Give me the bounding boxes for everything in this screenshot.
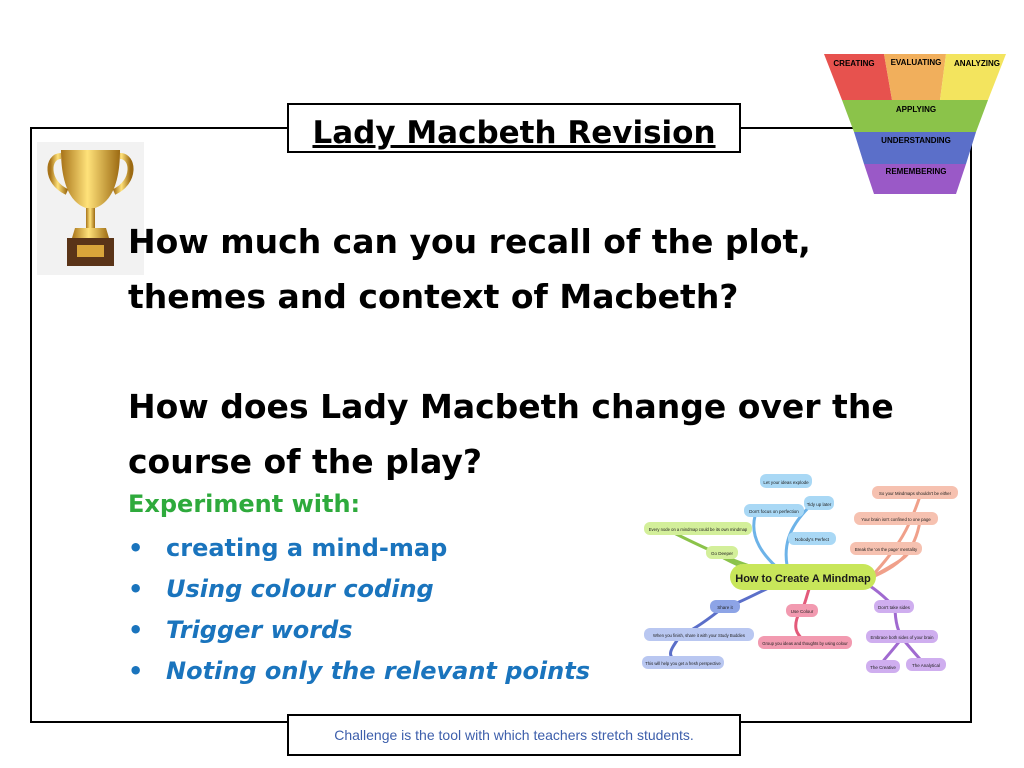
mindmap-node: Let your ideas explode (763, 480, 809, 485)
bullet-dot: • (128, 616, 144, 644)
question-2-line-1: How does Lady Macbeth change over the (128, 387, 894, 426)
mindmap-node: Nobody's Perfect (795, 537, 830, 542)
mindmap-node: The Creative (870, 665, 896, 670)
title-box: Lady Macbeth Revision (287, 103, 741, 153)
mindmap-node: Group you ideas and thoughts by using co… (762, 641, 848, 646)
bloom-understanding: UNDERSTANDING (881, 136, 951, 145)
footer-caption: Challenge is the tool with which teacher… (287, 714, 741, 756)
mindmap-node: Every node on a mindmap could be its own… (649, 527, 748, 532)
bullet-text: creating a mind-map (166, 534, 448, 562)
question-1-line-1: How much can you recall of the plot, (128, 222, 811, 261)
bullet-text: Using colour coding (166, 575, 434, 603)
question-1-line-2: themes and context of Macbeth? (128, 277, 739, 316)
slide-title: Lady Macbeth Revision (312, 115, 716, 151)
bloom-taxonomy-graphic: CREATING EVALUATING ANALYZING APPLYING U… (824, 54, 1006, 194)
bloom-analyzing: ANALYZING (954, 59, 1000, 68)
bullet-text: Trigger words (166, 616, 353, 644)
list-item: • Trigger words (128, 612, 590, 653)
question-2-line-2: course of the play? (128, 442, 483, 481)
mindmap-node: Use Colour (791, 609, 814, 614)
trophy-icon (37, 142, 144, 275)
mindmap-node: Don't take sides (878, 605, 911, 610)
footer-text: Challenge is the tool with which teacher… (334, 727, 694, 743)
mindmap-node: Don't focus on perfection (749, 509, 799, 514)
mindmap-node: The Analytical (912, 663, 940, 668)
bullet-dot: • (128, 575, 144, 603)
bloom-creating: CREATING (833, 59, 874, 68)
experiment-heading: Experiment with: (128, 490, 361, 518)
list-item: • creating a mind-map (128, 530, 590, 571)
mindmap-node: Tidy up later (807, 502, 832, 507)
bullet-dot: • (128, 534, 144, 562)
mindmap-center: How to Create A Mindmap (735, 573, 871, 585)
mindmap-node: So your Mindmaps shouldn't be either (879, 491, 952, 496)
bloom-remembering: REMEMBERING (886, 167, 947, 176)
bullet-text: Noting only the relevant points (166, 657, 590, 685)
mindmap-node: Go Deeper (711, 551, 734, 556)
list-item: • Noting only the relevant points (128, 653, 590, 694)
bullet-dot: • (128, 657, 144, 685)
mindmap-node: When you finish, share it with your Stud… (653, 633, 745, 638)
bullet-list: • creating a mind-map • Using colour codin… (128, 530, 590, 694)
mindmap-node: Break the 'on the page' mentality (855, 547, 918, 552)
mindmap-node: Share it (717, 605, 733, 610)
bloom-evaluating: EVALUATING (891, 58, 942, 67)
mindmap-node: Your brain isn't confined to one page (861, 517, 931, 522)
mindmap-node: This will help you get a fresh perspecti… (645, 661, 721, 666)
bloom-applying: APPLYING (896, 105, 936, 114)
mindmap-node: Embrace both sides of your brain (870, 635, 934, 640)
list-item: • Using colour coding (128, 571, 590, 612)
mindmap-graphic: How to Create A Mindmap Let your ideas e… (642, 474, 958, 673)
